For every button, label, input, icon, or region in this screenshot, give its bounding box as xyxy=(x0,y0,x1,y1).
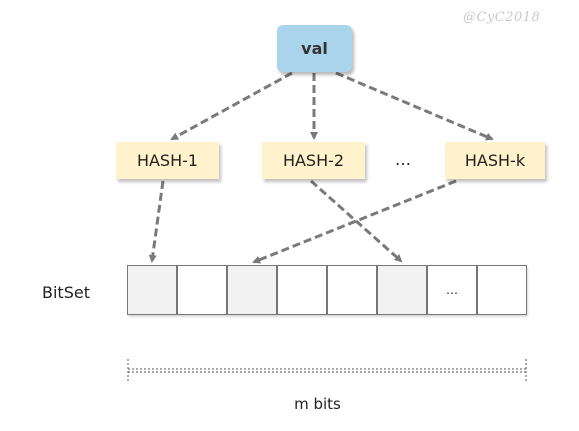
input-value-label: val xyxy=(301,39,328,58)
bit-cell-text xyxy=(478,266,526,314)
bit-cell xyxy=(227,265,277,315)
bit-cell-text xyxy=(278,266,326,314)
hash-node-2-label: HASH-2 xyxy=(282,151,345,170)
hash-node-1: HASH-1 xyxy=(116,142,219,179)
hash-node-k: HASH-k xyxy=(445,142,545,179)
bit-cell-text xyxy=(378,266,426,314)
bit-cell xyxy=(127,265,177,315)
hash-node-k-label: HASH-k xyxy=(464,151,526,170)
hash-ellipsis: … xyxy=(395,150,412,169)
hash-node-2: HASH-2 xyxy=(262,142,365,179)
bit-cell xyxy=(177,265,227,315)
bitset-label: BitSet xyxy=(42,283,90,302)
size-label: m bits xyxy=(294,395,341,413)
bit-cell xyxy=(477,265,527,315)
bit-cell xyxy=(277,265,327,315)
arrow-hash-2-to-bit xyxy=(310,179,403,263)
bit-cell-text xyxy=(228,266,276,314)
bit-cell-text xyxy=(178,266,226,314)
input-value-node: val xyxy=(277,25,352,72)
bit-cell-text xyxy=(328,266,376,314)
bit-cell xyxy=(377,265,427,315)
arrow-hash-1-to-bit xyxy=(148,180,165,263)
bit-cell-text: … xyxy=(446,283,458,297)
arrow-val-to-hash-1 xyxy=(170,71,293,141)
watermark: @CyC2018 xyxy=(463,10,541,25)
arrow-val-to-hash-k xyxy=(335,71,494,141)
bit-cell xyxy=(327,265,377,315)
bit-cell-text xyxy=(128,266,176,314)
hash-node-1-label: HASH-1 xyxy=(136,151,199,170)
bit-cell: … xyxy=(427,265,477,315)
arrow-hash-k-to-bit xyxy=(252,179,457,264)
